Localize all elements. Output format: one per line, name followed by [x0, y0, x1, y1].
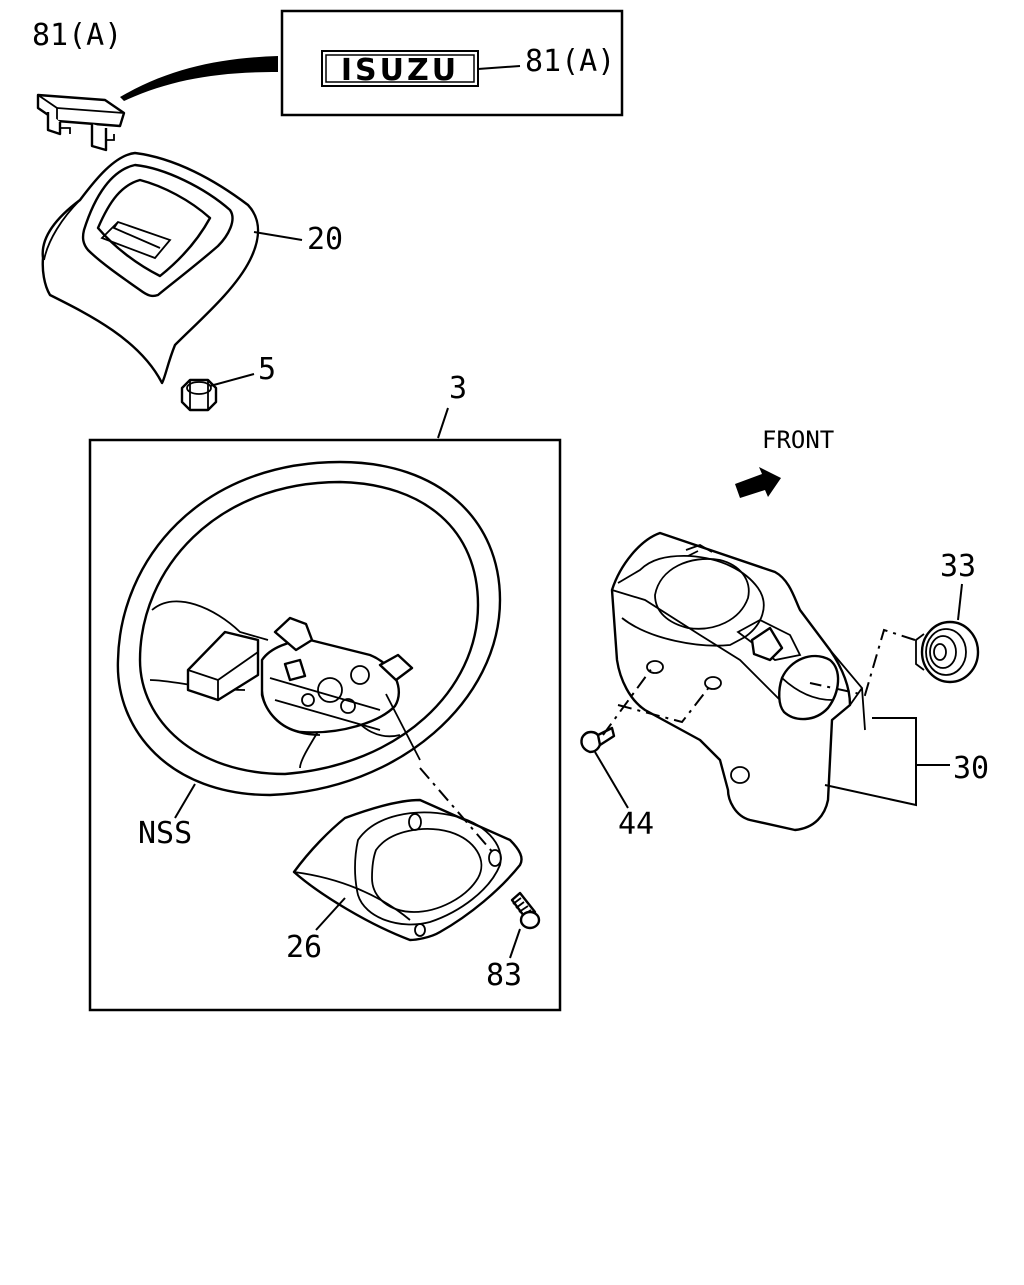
lead-30: [824, 717, 950, 807]
screw-83: [509, 891, 541, 959]
grommet: [915, 583, 980, 684]
callout-nut: 5: [258, 352, 276, 387]
callout-screw-83: 83: [486, 958, 522, 993]
emblem-arrow: [120, 56, 278, 101]
callout-emblem-b: 81(A): [525, 44, 615, 79]
callout-column-cover: 30: [953, 751, 989, 786]
centerline-cover: [419, 767, 496, 856]
callout-wheel-assy: 3: [449, 371, 467, 406]
logo-panel: ISUZU: [280, 9, 624, 117]
lower-cover: [292, 798, 523, 942]
callout-horn-pad: 20: [307, 222, 343, 257]
callout-wheel: NSS: [138, 816, 192, 851]
front-arrow: [735, 467, 781, 498]
centerline-screw: [602, 667, 711, 736]
screw-44: [580, 726, 629, 809]
nut: [180, 378, 218, 412]
lead-26: [315, 897, 346, 931]
horn-pad: [41, 151, 260, 385]
centerline-grommet: [809, 628, 916, 697]
lead-20: [253, 231, 303, 241]
emblem-clip: [36, 93, 126, 152]
lead-5: [209, 373, 255, 387]
callout-screw-44: 44: [618, 807, 654, 842]
callout-emblem-a: 81(A): [32, 18, 122, 53]
lead-nss: [174, 783, 196, 819]
callout-cover: 26: [286, 930, 322, 965]
wheel-assy-frame: [88, 407, 562, 1012]
front-label: FRONT: [762, 426, 834, 454]
callout-grommet: 33: [940, 549, 976, 584]
logo-text: ISUZU: [341, 53, 459, 88]
steering-wheel: [116, 460, 502, 797]
column-cover: [610, 531, 866, 832]
